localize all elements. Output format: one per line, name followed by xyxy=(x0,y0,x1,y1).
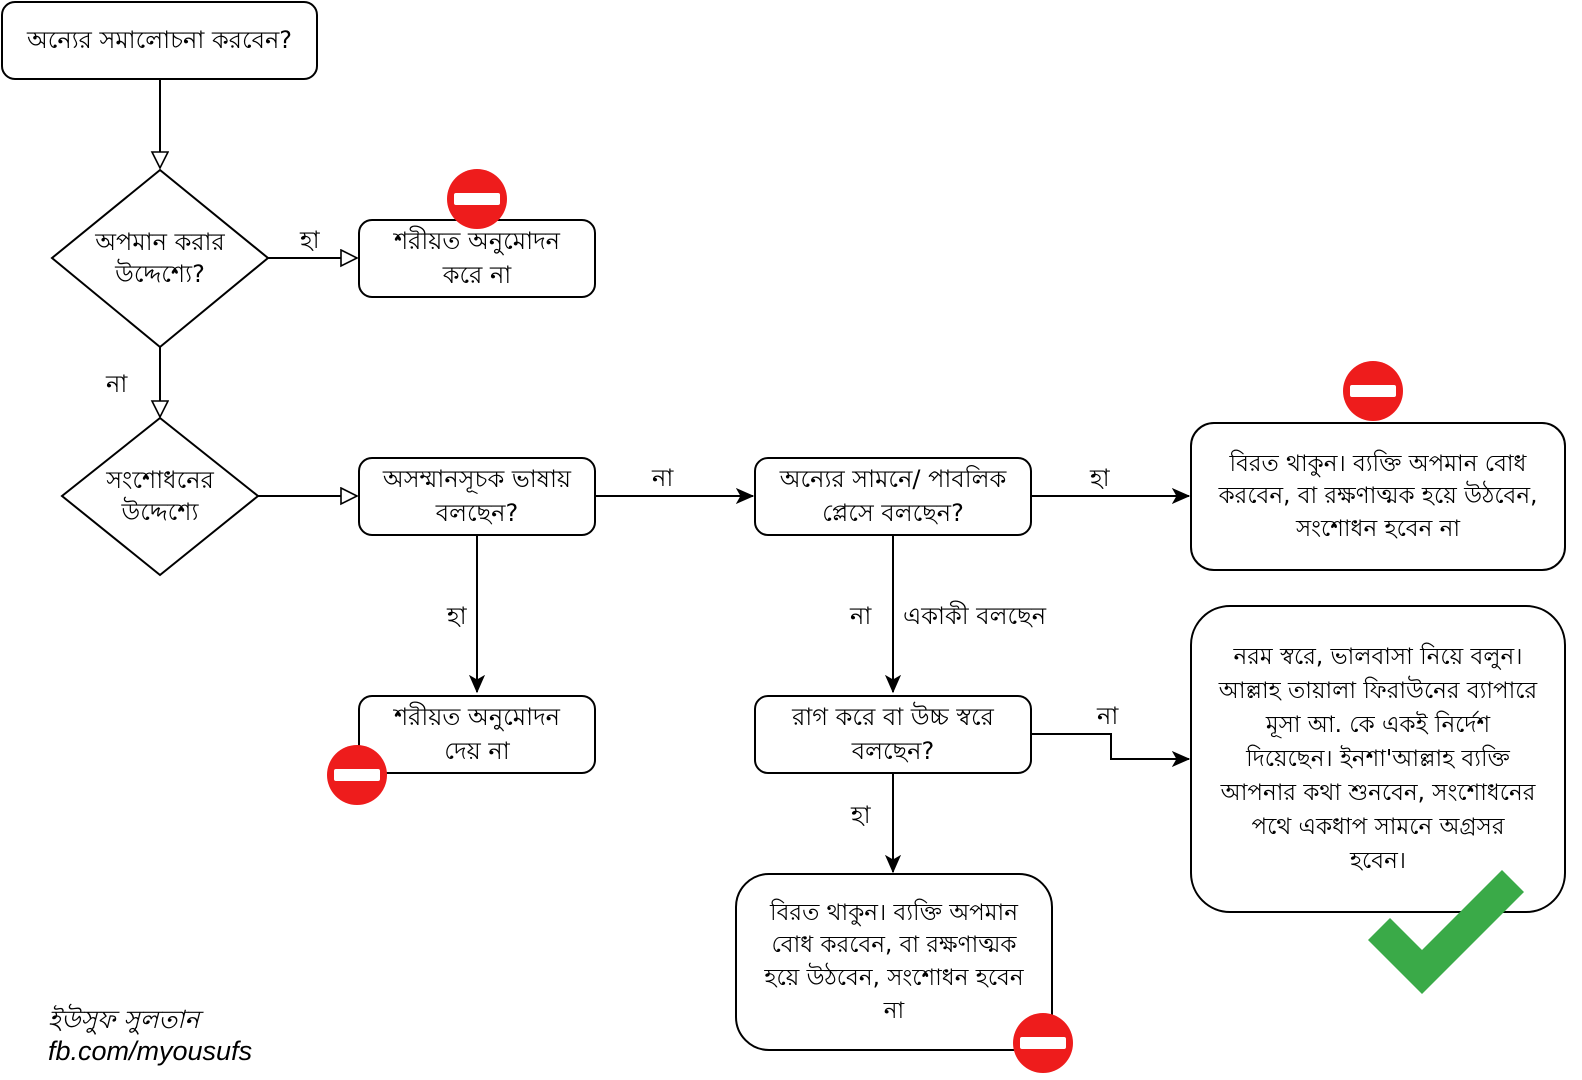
refrain-angry-node: বিরত থাকুন। ব্যক্তি অপমান বোধ করবেন, বা … xyxy=(735,873,1053,1051)
edge-label-language-yes: হা xyxy=(447,602,467,630)
edge-label-public-yes: হা xyxy=(1090,464,1110,492)
author-name: ইউসুফ সুলতান xyxy=(48,1005,200,1034)
diamond-correction-intent xyxy=(60,416,260,577)
insult-intent-text: অপমান করার উদ্দেশ্যে? xyxy=(95,227,225,288)
edge-label-alone: একাকী বলছেন xyxy=(903,602,1047,630)
gentle-advice-node: নরম স্বরে, ভালবাসা নিয়ে বলুন। আল্লাহ তা… xyxy=(1190,605,1566,913)
author-link[interactable]: fb.com/myousufs xyxy=(48,1036,253,1066)
refrain-public-node: বিরত থাকুন। ব্যক্তি অপমান বোধ করবেন, বা … xyxy=(1190,422,1566,571)
disrespect-forbidden-node: শরীয়ত অনুমোদন দেয় না xyxy=(358,695,596,774)
no-entry-icon xyxy=(1343,361,1403,421)
start-node: অন্যের সমালোচনা করবেন? xyxy=(1,1,318,80)
correction-intent-text: সংশোধনের উদ্দেশ্যে xyxy=(106,465,214,526)
checkmark-icon xyxy=(1368,870,1524,994)
no-entry-icon xyxy=(327,745,387,805)
diamond-insult-intent xyxy=(50,168,270,349)
edge-label-angry-no: না xyxy=(1097,702,1119,730)
edge-label-public-no: না xyxy=(850,602,872,630)
disrespectful-language-node: অসম্মানসূচক ভাষায় বলছেন? xyxy=(358,457,596,536)
public-place-node: অন্যের সামনে/ পাবলিক প্লেসে বলছেন? xyxy=(754,457,1032,536)
edge-label-language-no: না xyxy=(652,464,674,492)
edge-label-insult-no: না xyxy=(106,370,128,398)
edge-angry-no xyxy=(1032,733,1189,759)
no-entry-icon xyxy=(447,169,507,229)
edge-label-insult-yes: হা xyxy=(300,226,320,254)
edge-label-angry-yes: হা xyxy=(851,801,871,829)
no-entry-icon xyxy=(1013,1013,1073,1073)
insult-forbidden-node: শরীয়ত অনুমোদন করে না xyxy=(358,219,596,298)
angry-loud-node: রাগ করে বা উচ্চ স্বরে বলছেন? xyxy=(754,695,1032,774)
